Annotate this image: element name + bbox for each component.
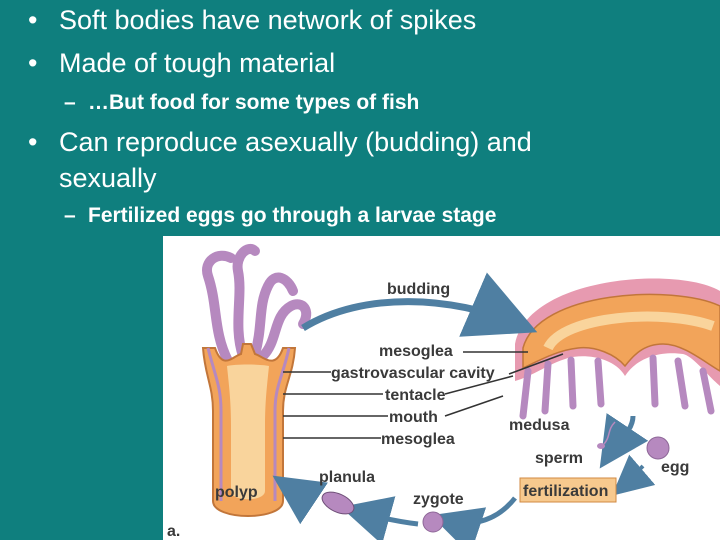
medusa-to-sperm-arrow [599, 413, 649, 469]
leader-lines [283, 351, 564, 439]
bullet-text: Made of tough material [59, 48, 336, 78]
label-gastrovascular-cavity: gastrovascular cavity [331, 365, 495, 382]
fertilization-box [519, 477, 617, 503]
bullet-1: • Soft bodies have network of spikes [28, 4, 708, 38]
sperm [597, 421, 616, 449]
zygote-to-planula-arrow [340, 496, 419, 540]
label-mesoglea-top: mesoglea [379, 343, 453, 360]
label-polyp: polyp [215, 484, 258, 501]
planula-to-polyp-arrow [272, 475, 328, 525]
label-planula: planula [319, 469, 375, 486]
zygote-cell [422, 511, 444, 533]
bullet-marker: • [28, 5, 38, 35]
label-budding: budding [387, 281, 450, 298]
budding-arrow [301, 272, 538, 337]
cnidarian-life-cycle-diagram: budding mesoglea gastrovascular cavity t… [163, 236, 720, 540]
bullet-text: …But food for some types of fish [88, 91, 420, 114]
egg-cell [646, 436, 670, 460]
bullet-3: • Can reproduce asexually (budding) and … [28, 126, 708, 196]
bullet-marker: – [64, 91, 76, 114]
label-medusa: medusa [509, 417, 570, 434]
sub-bullet-1: – …But food for some types of fish [64, 90, 704, 118]
diagram-svg: budding mesoglea gastrovascular cavity t… [167, 244, 720, 540]
polyp-tentacles [202, 244, 312, 366]
label-panel-a: a. [167, 523, 180, 540]
label-sperm: sperm [535, 450, 583, 467]
label-fertilization: fertilization [523, 483, 608, 500]
bullet-marker: – [64, 204, 76, 227]
cycle-arrows [272, 272, 656, 540]
sub-bullet-2: – Fertilized eggs go through a larvae st… [64, 203, 704, 231]
bullet-text: Can reproduce asexually (budding) and [59, 127, 532, 157]
bullet-marker: • [28, 48, 38, 78]
bullet-text: Soft bodies have network of spikes [59, 5, 477, 35]
label-tentacle: tentacle [385, 387, 446, 404]
bullet-text-continuation: sexually [59, 163, 157, 193]
bullet-text: Fertilized eggs go through a larvae stag… [88, 204, 497, 227]
planula-larva [321, 491, 355, 515]
label-mesoglea-bottom: mesoglea [381, 431, 455, 448]
label-zygote: zygote [413, 491, 464, 508]
label-egg: egg [661, 459, 689, 476]
fertilization-to-zygote-arrow [430, 496, 517, 540]
egg-to-fertilization-arrow [611, 454, 656, 496]
medusa [515, 278, 720, 420]
polyp-body [201, 343, 297, 517]
label-mouth: mouth [389, 409, 438, 426]
bullet-2: • Made of tough material [28, 47, 708, 81]
bullet-marker: • [28, 127, 38, 157]
